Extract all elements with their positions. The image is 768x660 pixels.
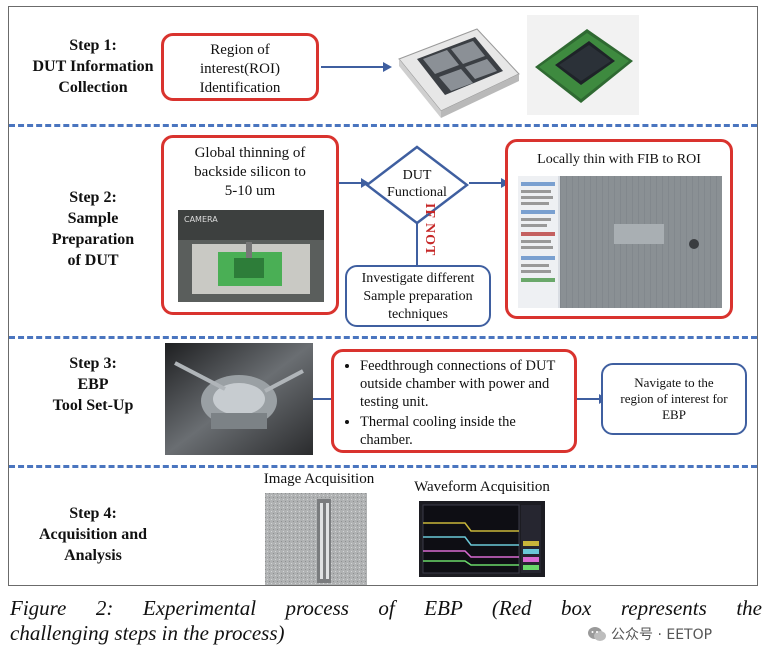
step-2-label: Step 2: Sample Preparation of DUT	[51, 189, 135, 269]
bullet-feedthrough: Feedthrough connections of DUT outside c…	[360, 357, 568, 411]
camera-photo-text: CAMERA	[184, 215, 218, 224]
step-4-label: Step 4: Acquisition and Analysis	[38, 505, 148, 564]
figure-frame: Step 1: DUT Information Collection Regio…	[8, 6, 758, 586]
global-thinning-box: Global thinning of backside silicon to 5…	[161, 135, 339, 315]
separator-3	[9, 465, 757, 468]
chip-photo-image	[527, 15, 639, 115]
thinning-machine-photo: CAMERA	[178, 210, 324, 302]
image-acquisition-photo	[265, 493, 367, 585]
caption-line-2: challenging steps in the process)	[10, 621, 285, 645]
step-3-label: Step 3: EBP Tool Set-Up	[52, 355, 134, 414]
separator-1	[9, 124, 757, 127]
image-acquisition-label: Image Acquisition	[263, 471, 375, 487]
arrow-thinning-to-decision	[339, 178, 369, 188]
chip-package-image	[398, 28, 520, 118]
roi-identification-box: Region of interest(ROI) Identification	[161, 33, 319, 101]
line-decision-to-investigate	[416, 223, 418, 271]
waveform-oscilloscope-screenshot	[419, 501, 545, 577]
watermark-text: 公众号 · EETOP	[611, 627, 713, 643]
fib-sem-screenshot	[518, 176, 722, 308]
navigate-roi-box: Navigate to the region of interest for E…	[601, 363, 747, 435]
separator-2	[9, 336, 757, 339]
fib-thinning-box: Locally thin with FIB to ROI	[505, 139, 733, 319]
waveform-acquisition-label: Waveform Acquisition	[414, 479, 550, 495]
figure-caption: Figure 2: Experimental process of EBP (R…	[10, 596, 762, 646]
ebp-chamber-photo	[165, 343, 313, 455]
fib-box-title: Locally thin with FIB to ROI	[537, 152, 701, 167]
decision-label: DUT Functional	[387, 168, 447, 200]
investigate-box: Investigate different Sample preparation…	[345, 265, 491, 327]
caption-line-1: Figure 2: Experimental process of EBP (R…	[10, 596, 762, 620]
wechat-icon	[588, 627, 606, 641]
bullet-thermal-cooling: Thermal cooling inside the chamber.	[360, 413, 568, 449]
if-not-label: IF NOT	[422, 203, 437, 257]
watermark: 公众号 · EETOP	[583, 622, 717, 646]
feedthrough-box: Feedthrough connections of DUT outside c…	[331, 349, 577, 453]
arrow-roi-to-chip	[321, 62, 392, 72]
step-1-label: Step 1: DUT Information Collection	[32, 37, 154, 96]
